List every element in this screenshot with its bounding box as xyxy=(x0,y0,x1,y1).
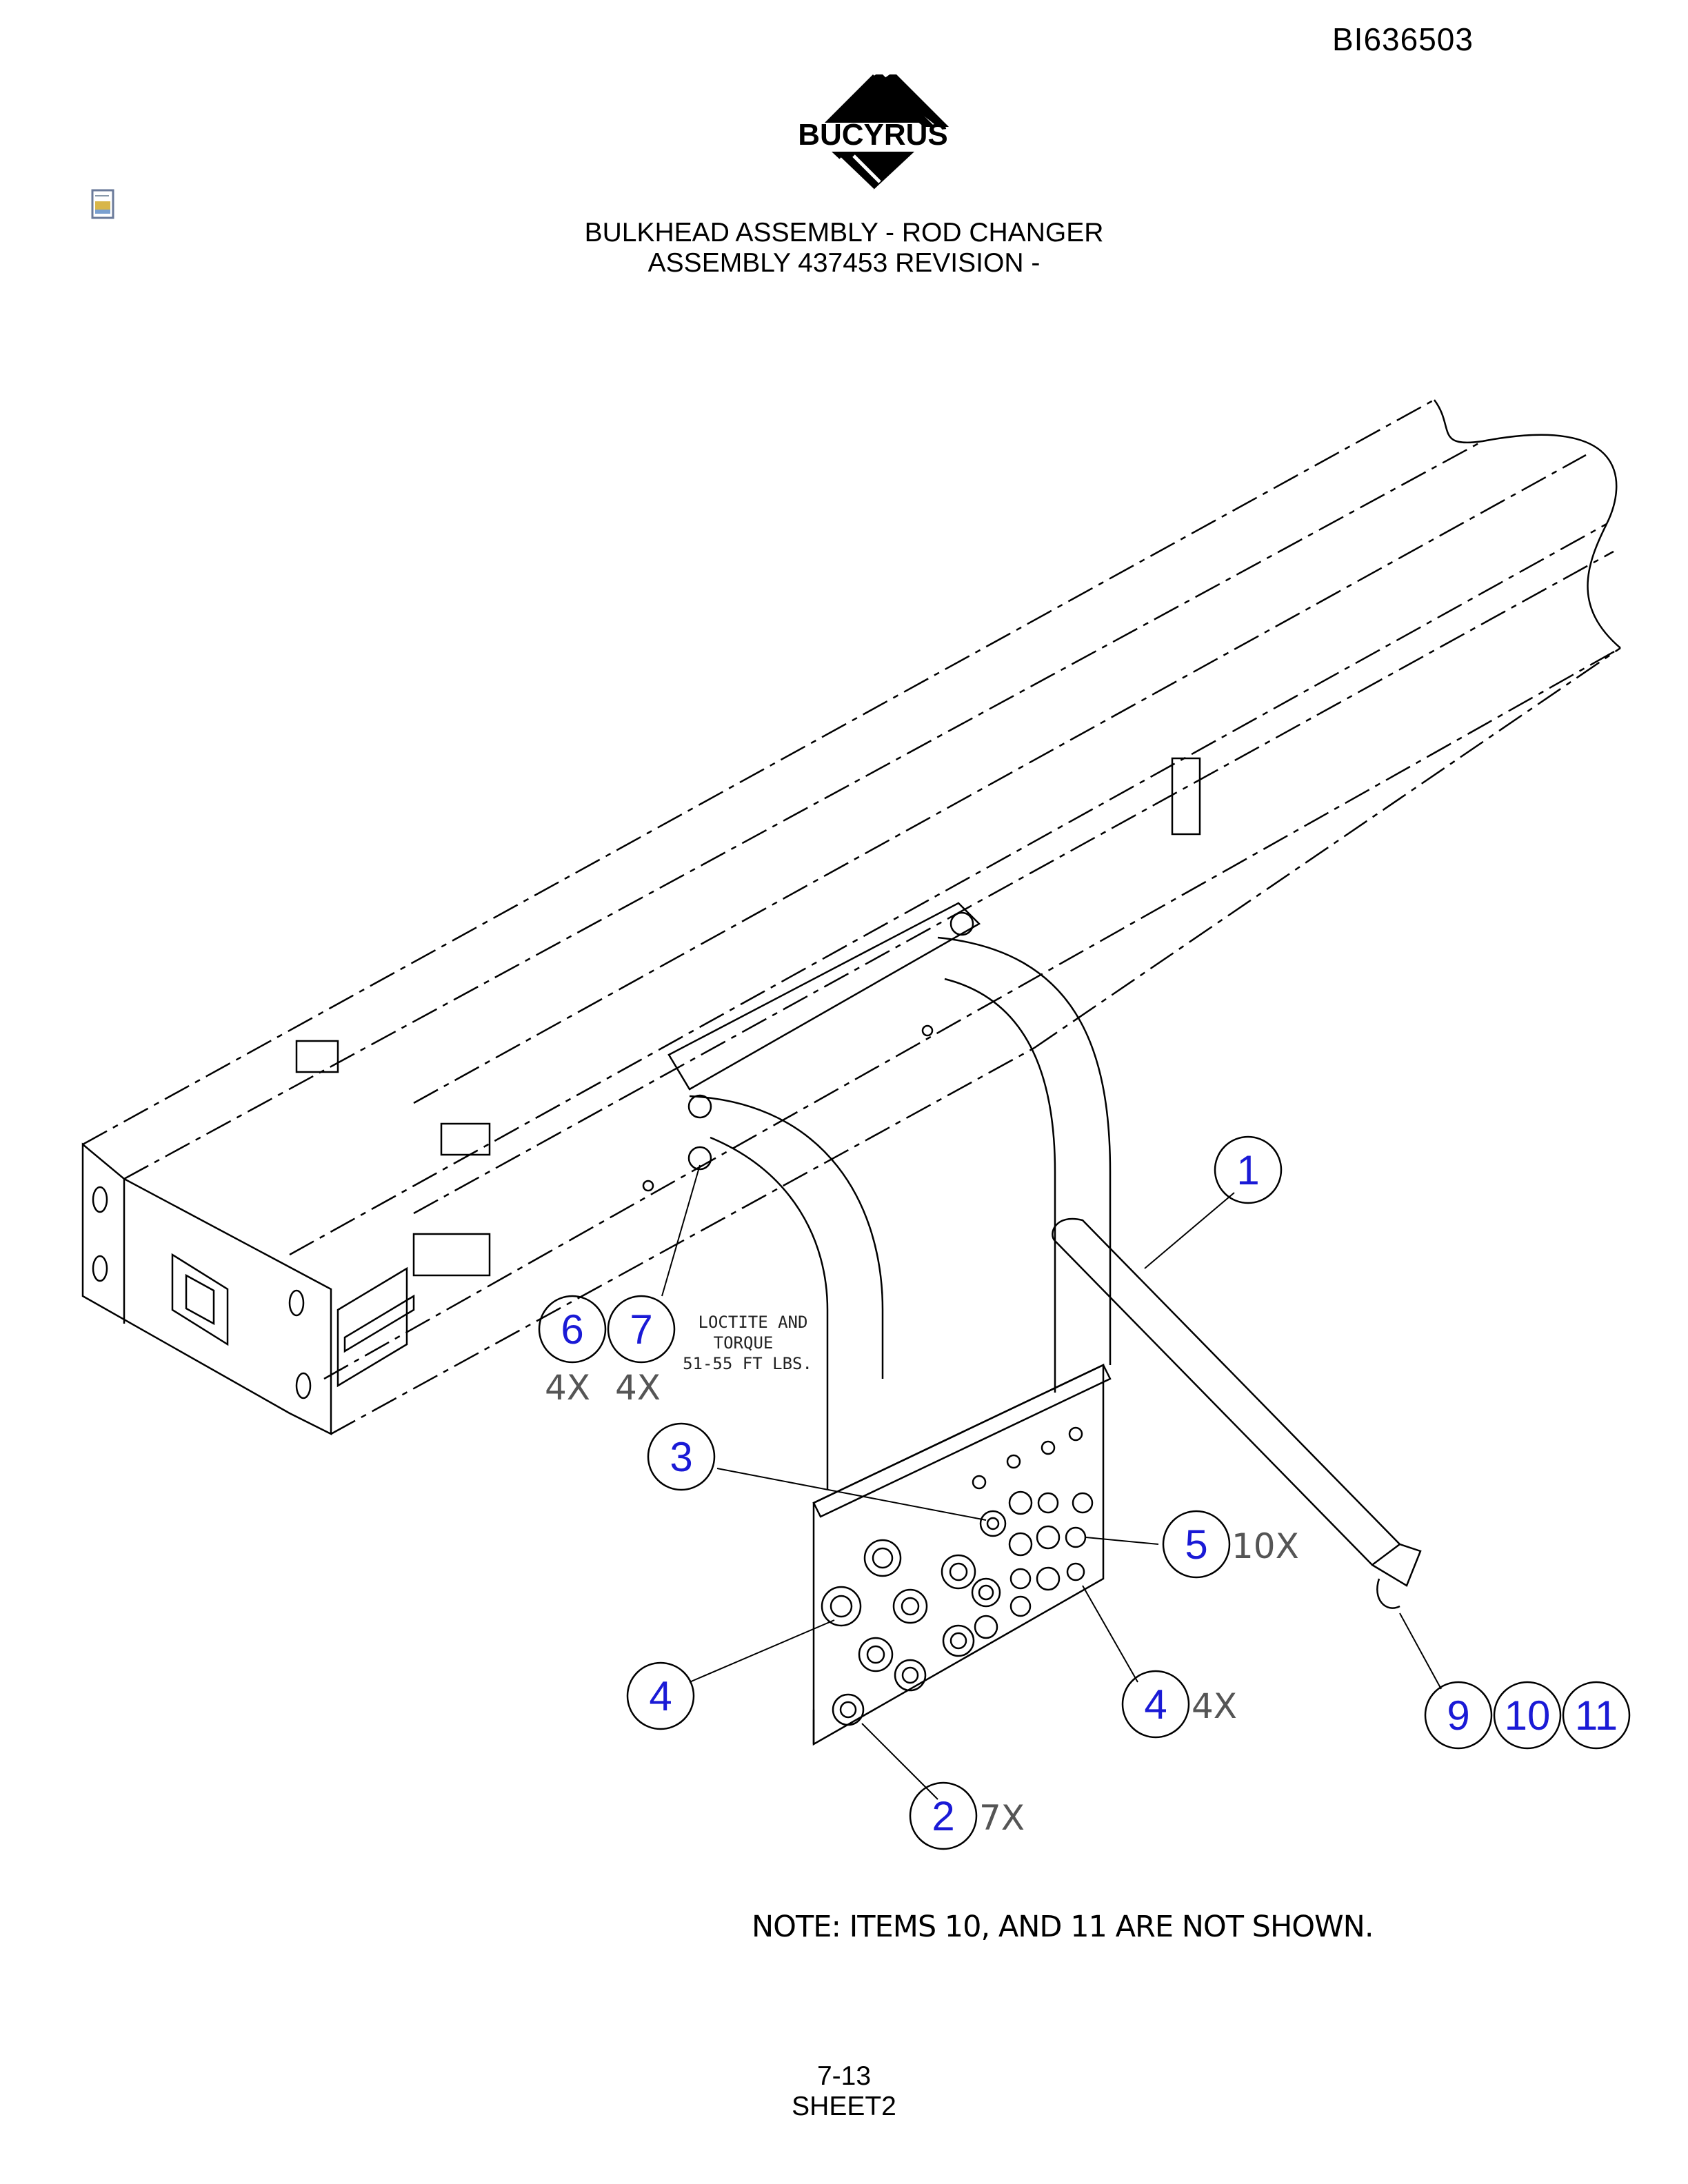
document-id: BI636503 xyxy=(1332,21,1474,57)
upper-plate xyxy=(667,902,981,1091)
balloon-4-right xyxy=(1121,1670,1190,1739)
balloon-6 xyxy=(538,1295,607,1364)
title-line-1: BULKHEAD ASSEMBLY - ROD CHANGER xyxy=(584,218,1104,247)
sheet-label: SHEET2 xyxy=(792,2092,896,2121)
document-icon[interactable] xyxy=(88,189,119,221)
title-line-2: ASSEMBLY 437453 REVISION - xyxy=(647,248,1041,278)
qty-6: 4X xyxy=(545,1368,590,1408)
break-line xyxy=(1433,399,1621,649)
qty-4: 4X xyxy=(1192,1686,1237,1726)
balloon-2 xyxy=(909,1781,978,1850)
rod xyxy=(1052,1217,1401,1566)
title-block: BULKHEAD ASSEMBLY - ROD CHANGER ASSEMBLY… xyxy=(0,218,1688,279)
block xyxy=(295,1040,339,1073)
balloon-9-number: 9 xyxy=(1447,1692,1469,1739)
page-number: 7-13 xyxy=(816,2061,872,2091)
balloon-6-number: 6 xyxy=(561,1306,583,1353)
balloon-10-number: 10 xyxy=(1505,1692,1551,1739)
leader-lines xyxy=(661,1164,1442,1800)
balloon-1-number: 1 xyxy=(1236,1147,1259,1193)
balloon-9 xyxy=(1424,1681,1493,1750)
balloon-7 xyxy=(607,1295,676,1364)
balloon-3-number: 3 xyxy=(670,1434,692,1480)
qty-5: 10X xyxy=(1232,1526,1299,1566)
page-footer: 7-13 SHEET2 xyxy=(0,2061,1688,2122)
logo-wordmark: BUCYRUS xyxy=(798,118,948,152)
annotation-line-2: TORQUE xyxy=(714,1333,774,1353)
annotation-line-3: 51-55 FT LBS. xyxy=(683,1354,812,1373)
side-bracket xyxy=(336,1266,408,1388)
balloon-10 xyxy=(1493,1681,1562,1750)
balloon-1 xyxy=(1214,1135,1283,1204)
balloon-11 xyxy=(1562,1681,1631,1750)
qty-7: 4X xyxy=(615,1368,661,1408)
end-plate xyxy=(81,1142,332,1436)
balloon-5-number: 5 xyxy=(1185,1521,1207,1568)
note: NOTE: ITEMS 10, AND 11 ARE NOT SHOWN. xyxy=(752,1910,1374,1944)
handle-tube-right xyxy=(937,936,1112,1365)
balloon-4-right-number: 4 xyxy=(1144,1681,1167,1728)
qty-2: 7X xyxy=(979,1798,1025,1838)
bucyrus-logo: BUCYRUS xyxy=(798,74,949,192)
balloon-3 xyxy=(647,1422,716,1491)
balloon-4-left-number: 4 xyxy=(649,1673,672,1719)
annotation-line-1: LOCTITE AND xyxy=(699,1313,808,1332)
frame-phantom xyxy=(82,398,1621,1435)
balloon-2-number: 2 xyxy=(932,1793,954,1839)
fittings xyxy=(821,1426,1094,1726)
balloon-4-left xyxy=(626,1661,695,1730)
loctite-annotation: LOCTITE AND TORQUE 51-55 FT LBS. xyxy=(683,1313,812,1373)
handle-tube-left xyxy=(689,1095,884,1379)
balloon-11-number: 11 xyxy=(1575,1692,1618,1739)
balloon-7-number: 7 xyxy=(630,1306,652,1353)
balloon-5 xyxy=(1162,1510,1231,1579)
